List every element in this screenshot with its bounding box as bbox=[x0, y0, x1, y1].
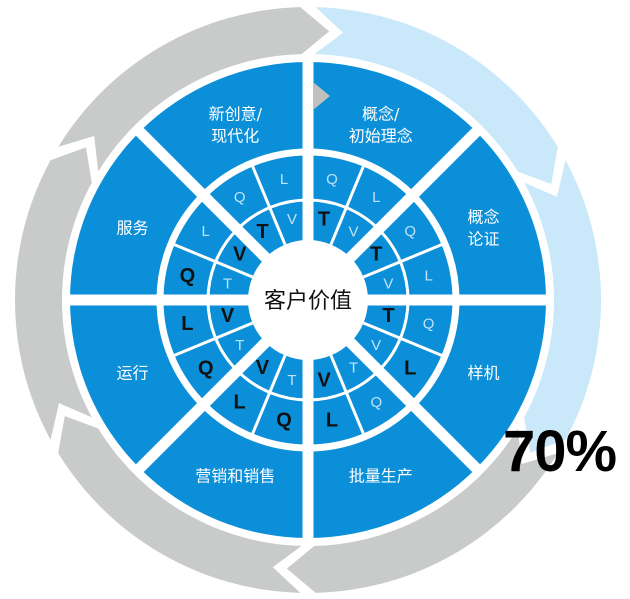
tqvl-cell-l: L bbox=[202, 223, 210, 240]
tqvl-cell-q: Q bbox=[276, 410, 292, 432]
phase-label: 运行 bbox=[116, 364, 148, 383]
tqvl-cell-l: L bbox=[424, 268, 432, 285]
lifecycle-arrow-segment bbox=[286, 428, 558, 593]
tqvl-cell-t: T bbox=[256, 221, 268, 243]
tqvl-cell-t: T bbox=[349, 360, 358, 377]
cell-divider bbox=[329, 354, 365, 435]
tqvl-cell-l: L bbox=[234, 391, 246, 413]
tqvl-cell-v: V bbox=[256, 357, 270, 379]
tqvl-cell-l: L bbox=[326, 410, 338, 432]
phase-label: 初始理念 bbox=[349, 126, 413, 145]
cell-divider bbox=[251, 354, 287, 435]
tqvl-cell-l: L bbox=[372, 189, 380, 206]
tqvl-cell-l: L bbox=[280, 171, 288, 188]
cell-divider bbox=[173, 321, 254, 357]
tqvl-cell-v: V bbox=[383, 276, 393, 293]
cell-divider bbox=[173, 243, 254, 279]
tqvl-cell-q: Q bbox=[198, 357, 214, 379]
tqvl-cell-t: T bbox=[235, 337, 244, 354]
lifecycle-arrow-segment bbox=[58, 416, 302, 593]
cell-divider bbox=[251, 165, 287, 246]
phase-label: 概念/ bbox=[362, 104, 400, 123]
tqvl-cell-v: V bbox=[233, 243, 247, 265]
phase-label: 概念 bbox=[468, 207, 500, 226]
tqvl-cell-v: V bbox=[221, 305, 235, 327]
cell-divider bbox=[362, 321, 443, 357]
center-circle bbox=[248, 240, 368, 360]
tqvl-cell-v: V bbox=[287, 211, 297, 228]
phase-label: 营销和销售 bbox=[195, 467, 275, 486]
phase-label: 批量生产 bbox=[349, 467, 413, 486]
lifecycle-arrow-segment bbox=[14, 147, 92, 440]
tqvl-cell-t: T bbox=[382, 305, 394, 327]
lifecycle-arrow-segment bbox=[524, 160, 601, 453]
cell-divider bbox=[329, 165, 365, 246]
lifecycle-arrow-segment bbox=[58, 7, 330, 172]
tqvl-cell-q: Q bbox=[180, 265, 196, 287]
tqvl-cell-t: T bbox=[223, 276, 232, 293]
tqvl-cell-q: Q bbox=[370, 394, 382, 411]
lifecycle-arrow-ring bbox=[14, 7, 601, 593]
tqvl-cell-q: Q bbox=[326, 171, 338, 188]
tqvl-cell-q: Q bbox=[404, 223, 416, 240]
tqvl-cell-q: Q bbox=[234, 189, 246, 206]
phase-label: 论证 bbox=[468, 229, 500, 248]
tqvl-cell-l: L bbox=[404, 357, 416, 379]
tqvl-cell-v: V bbox=[349, 223, 359, 240]
phase-label: 服务 bbox=[116, 218, 148, 237]
center-title: 客户价值 bbox=[264, 289, 352, 314]
phase-label: 新创意/ bbox=[209, 104, 263, 123]
tqvl-cell-v: V bbox=[317, 369, 331, 391]
progress-percent: 70% bbox=[503, 419, 617, 484]
phase-label: 样机 bbox=[468, 364, 500, 383]
current-phase-pointer-icon bbox=[313, 82, 330, 110]
tqvl-cell-v: V bbox=[371, 337, 381, 354]
lifecycle-arrow-segment bbox=[314, 7, 558, 184]
cell-divider bbox=[362, 243, 443, 279]
tqvl-cell-t: T bbox=[370, 243, 382, 265]
tqvl-cell-l: L bbox=[181, 313, 193, 335]
phase-label: 现代化 bbox=[211, 126, 259, 145]
tqvl-cell-t: T bbox=[287, 372, 296, 389]
tqvl-cell-t: T bbox=[318, 209, 330, 231]
tqvl-cell-q: Q bbox=[423, 315, 435, 332]
